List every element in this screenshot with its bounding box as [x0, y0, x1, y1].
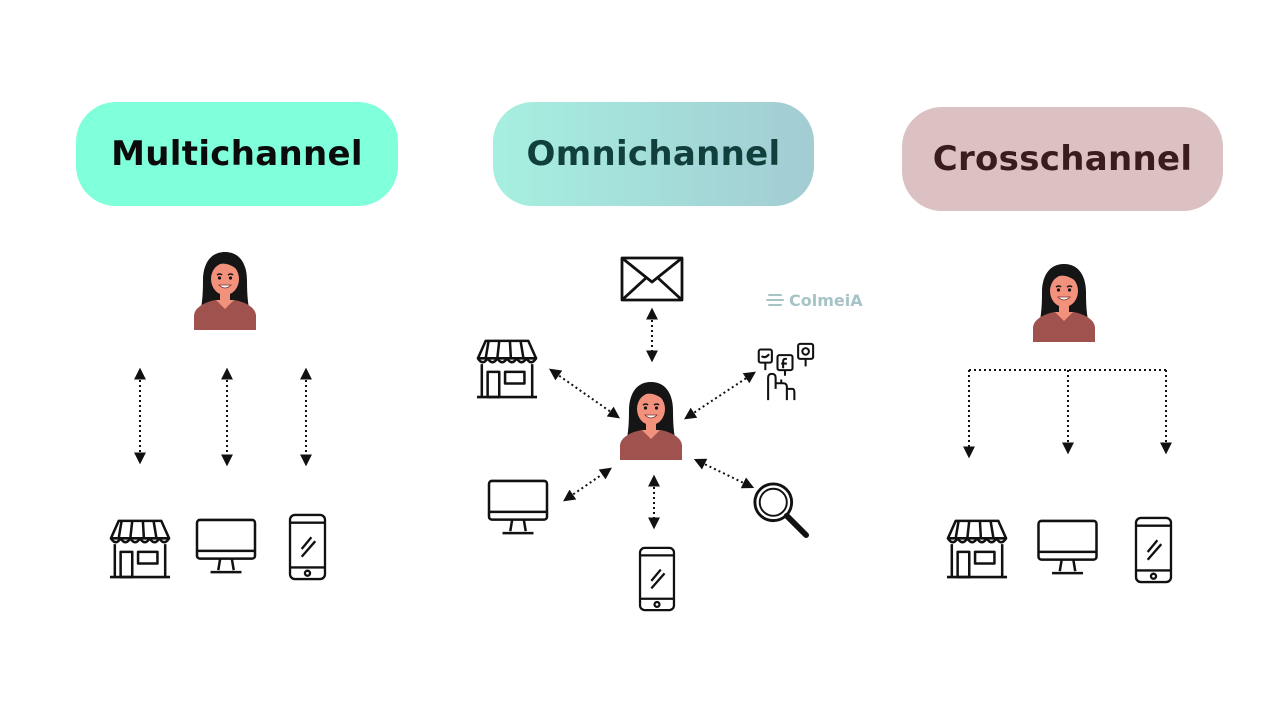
social-media-icon: [757, 342, 815, 402]
search-icon: [755, 484, 806, 535]
desktop-icon: [1037, 519, 1098, 575]
connector-line: [693, 458, 755, 489]
colmeia-logo-text: ColmeiA: [789, 290, 863, 310]
omnichannel-diagram: [476, 256, 815, 612]
multichannel-diagram: [109, 251, 327, 581]
multichannel-title: Multichannel: [111, 134, 363, 174]
person-icon: [1033, 263, 1095, 342]
person-icon: [620, 381, 682, 460]
desktop-icon: [195, 518, 257, 574]
store-icon: [946, 519, 1008, 579]
omnichannel-title: Omnichannel: [526, 134, 781, 174]
desktop-icon: [487, 479, 549, 535]
multichannel-connectors: [134, 367, 312, 467]
multichannel-header: Multichannel: [76, 102, 398, 206]
store-icon: [109, 519, 171, 579]
connector-line: [563, 467, 612, 502]
colmeia-logo: ColmeiA: [765, 290, 863, 310]
smartphone-icon: [288, 513, 327, 581]
smartphone-icon: [1134, 516, 1173, 584]
omnichannel-header: Omnichannel: [493, 102, 814, 206]
connector-line: [549, 368, 620, 419]
omnichannel-connectors: [549, 307, 757, 530]
store-icon: [476, 339, 538, 399]
crosschannel-header: Crosschannel: [902, 107, 1223, 211]
crosschannel-connectors: [963, 369, 1172, 459]
email-icon: [620, 256, 684, 302]
person-icon: [194, 251, 256, 330]
crosschannel-diagram: [946, 263, 1173, 584]
connector-line: [683, 371, 757, 420]
hive-logo-icon: [766, 294, 784, 306]
crosschannel-title: Crosschannel: [932, 139, 1193, 179]
smartphone-icon: [638, 546, 676, 612]
